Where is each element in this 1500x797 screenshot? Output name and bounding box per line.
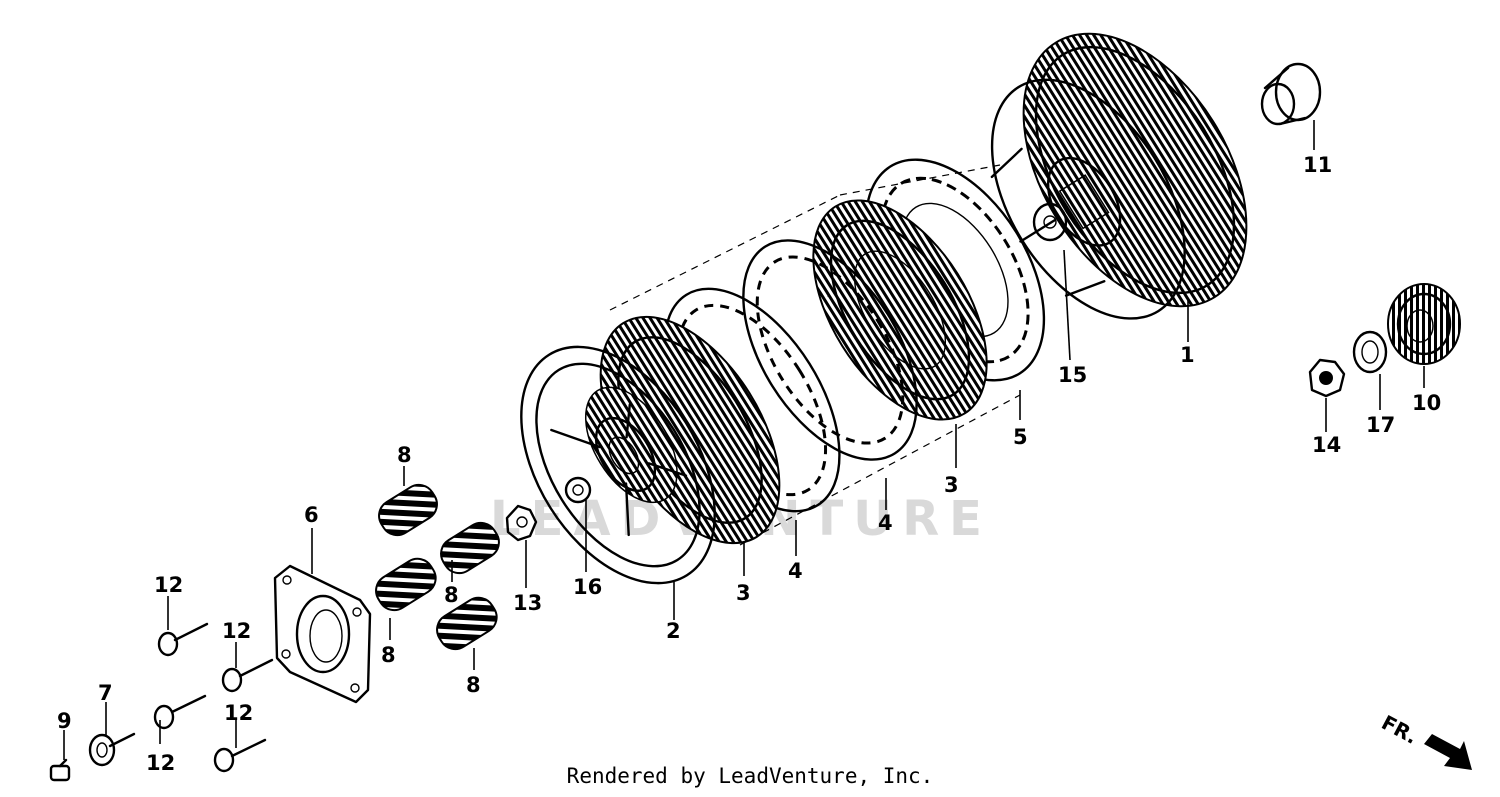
- callout-14: 14: [1312, 433, 1341, 457]
- callout-17: 17: [1366, 413, 1395, 437]
- callout-15: 15: [1058, 363, 1087, 387]
- callout-13: 13: [513, 591, 542, 615]
- clutch-plate-rear: [742, 239, 918, 461]
- callout-2: 2: [666, 619, 681, 643]
- callout-1: 1: [1180, 343, 1195, 367]
- washer: [1352, 330, 1388, 374]
- callout-4-front: 4: [788, 559, 803, 583]
- bolts: [153, 622, 274, 773]
- clutch-center: [520, 345, 716, 585]
- leader-lines: [63, 120, 1425, 760]
- washer-bolt: [88, 732, 136, 767]
- bush: [1260, 62, 1322, 126]
- callout-5: 5: [1013, 425, 1028, 449]
- lifter: [505, 504, 538, 542]
- friction-disc-rear: [812, 199, 988, 421]
- small-nut: [49, 758, 71, 782]
- housing-boss: [1032, 202, 1068, 242]
- clutch-center-boss: [564, 476, 592, 504]
- callout-7: 7: [98, 681, 113, 705]
- assembly-guide-lines: [609, 164, 1021, 546]
- callout-12-upper-right: 12: [222, 619, 251, 643]
- lock-nut: [1308, 358, 1346, 398]
- callout-16: 16: [573, 575, 602, 599]
- front-arrow-icon: [1424, 734, 1472, 770]
- callout-8-left: 8: [381, 643, 396, 667]
- callout-8-bottom: 8: [466, 673, 481, 697]
- callout-labels: 1 11 15 5 3 4 4 3 2 16 13 8 8 8 8 6 12 1…: [57, 153, 1441, 775]
- callout-9: 9: [57, 709, 72, 733]
- callout-8-middle: 8: [444, 583, 459, 607]
- credit-text: Rendered by LeadVenture, Inc.: [566, 764, 934, 788]
- callout-4-rear: 4: [878, 511, 893, 535]
- front-direction-marker: FR.: [1378, 710, 1472, 770]
- callout-10: 10: [1412, 391, 1441, 415]
- callout-3-front: 3: [736, 581, 751, 605]
- callout-12-lower-right: 12: [224, 701, 253, 725]
- clutch-springs: [375, 483, 500, 651]
- callout-3-rear: 3: [944, 473, 959, 497]
- clutch-outer-housing: [990, 32, 1248, 320]
- drive-gear: [1387, 283, 1461, 365]
- callout-6: 6: [304, 503, 319, 527]
- callout-8-top: 8: [397, 443, 412, 467]
- callout-11: 11: [1303, 153, 1332, 177]
- callout-12-top: 12: [154, 573, 183, 597]
- callout-12-lower-left: 12: [146, 751, 175, 775]
- front-direction-label: FR.: [1378, 710, 1422, 749]
- lifter-plate: [273, 564, 372, 704]
